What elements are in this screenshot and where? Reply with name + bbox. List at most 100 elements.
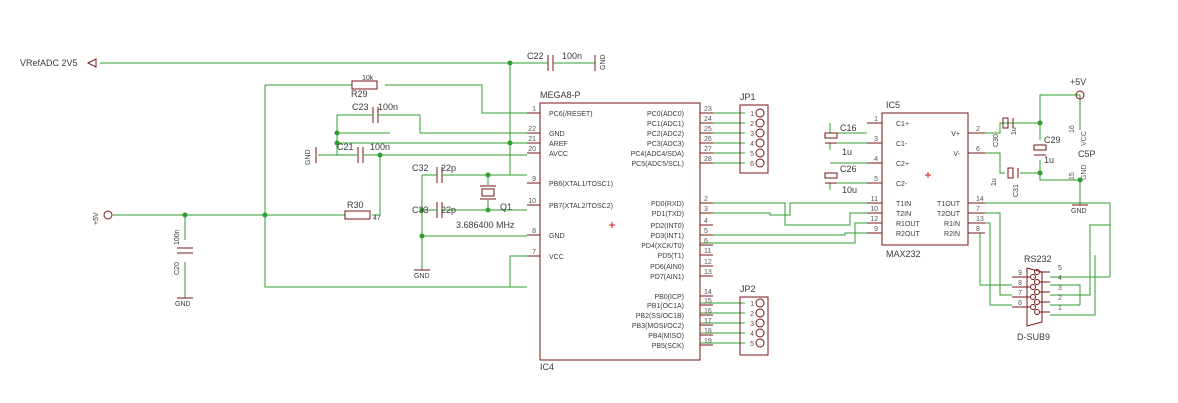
plus5v-input: +5V	[93, 210, 113, 225]
ic4-pin-number: 6	[704, 238, 708, 245]
rs232-type: D-SUB9	[1017, 332, 1050, 342]
plus5v-right-label: +5V	[1070, 77, 1086, 87]
ic5-pin-number: 4	[874, 156, 878, 163]
rs232-pin-number: 8	[1018, 280, 1022, 287]
rs232-pin-number: 2	[1058, 295, 1062, 302]
rs232-name: RS232	[1024, 254, 1052, 264]
ic4-pin-number: 23	[704, 106, 712, 113]
ic5-type: MAX232	[886, 249, 921, 259]
c20-name: C20	[174, 262, 181, 275]
rs232-pin-number: 9	[1018, 270, 1022, 277]
ic4-pin-number: 15	[704, 298, 712, 305]
r29-name: R29	[351, 89, 368, 99]
jp1-pin-number: 3	[750, 131, 754, 138]
ic4-pin-label: PB5(SCK)	[652, 343, 684, 350]
c33-capacitor: C33 22p	[412, 202, 456, 218]
jp1-pin-pad	[755, 118, 765, 128]
ic4-pin-label: PD2(INT0)	[651, 223, 684, 230]
jp1-pin-number: 4	[750, 141, 754, 148]
r30-name: R30	[347, 200, 364, 210]
ic5-pin-label: R2OUT	[896, 231, 920, 238]
ic4-pin-label: PD0(RXD)	[651, 201, 684, 208]
ic5-power-pin-gnd: 15	[1069, 172, 1076, 180]
ic5-pin-label: C1+	[896, 121, 909, 128]
ic4-right-pins: 23PC0(ADC0)24PC1(ADC1)25PC2(ADC2)26PC3(A…	[631, 106, 713, 350]
ic4-pin-number: 16	[704, 308, 712, 315]
ic5-center-mark	[925, 172, 931, 178]
jp1-pin-pad	[755, 158, 765, 168]
ic4-pin-label: PD6(AIN0)	[650, 264, 684, 271]
ic5-pin-label: C1-	[896, 141, 908, 148]
ic4-pin-label: PB4(MISO)	[648, 333, 684, 340]
plus5v-label: +5V	[93, 212, 100, 225]
ic5-pin-number: 14	[976, 196, 984, 203]
ic5-chip: IC5 MAX232 1C1+3C1-4C2+5C2-11T1IN10T2IN1…	[867, 100, 985, 259]
rs232-pin-pad	[1030, 304, 1036, 310]
ic5-pin-label: T1OUT	[937, 201, 961, 208]
ic4-pin-number: 3	[704, 206, 708, 213]
c22-capacitor: C22 100n	[527, 51, 582, 71]
ic4-pin-label: PD7(AIN1)	[650, 274, 684, 281]
rs232-pin-pad	[1034, 299, 1040, 305]
ic4-pin-number: 20	[528, 146, 536, 153]
jp2-pin-pad	[755, 338, 765, 348]
c30-name: C30	[993, 134, 1000, 147]
ic4-pin-number: 18	[704, 328, 712, 335]
ic4-pin-number: 21	[528, 136, 536, 143]
ic4-pin-label: PC0(ADC0)	[647, 111, 684, 118]
q1-name: Q1	[500, 202, 512, 212]
ic5-power-label-vcc: VCC	[1081, 131, 1088, 146]
q1-value: 3.686400 MHz	[456, 220, 515, 230]
c33-name: C33	[412, 205, 429, 215]
jp1-pin-pad	[755, 128, 765, 138]
ic4-pin-label: AREF	[549, 141, 568, 148]
c33-value: 22p	[441, 205, 456, 215]
gnd-label-crystal: GND	[414, 273, 430, 280]
ic4-pin-number: 5	[704, 228, 708, 235]
wires	[100, 62, 1111, 344]
ic4-pin-number: 12	[704, 259, 712, 266]
gnd-label-right: GND	[1071, 208, 1087, 215]
ic4-pin-number: 8	[532, 228, 536, 235]
c21-capacitor: C21 100n	[337, 142, 390, 163]
ic4-pin-label: PC2(ADC2)	[647, 131, 684, 138]
jp2-pin-number: 4	[750, 331, 754, 338]
ic5-pin-label: R2IN	[944, 231, 960, 238]
c21-name: C21	[337, 142, 354, 152]
ic4-pin-label: PD4(XCK/T0)	[641, 243, 684, 250]
rs232-pin-pad	[1034, 279, 1040, 285]
ic5-pin-label: C2-	[896, 181, 908, 188]
gnd-label-left: GND	[305, 149, 312, 165]
ic4-pin-number: 17	[704, 318, 712, 325]
ic4-pin-label: PB3(MOSI/OC2)	[632, 323, 684, 330]
jp1-pin-number: 6	[750, 161, 754, 168]
ic4-pin-label: PD5(T1)	[658, 253, 684, 260]
ic4-pin-number: 2	[704, 196, 708, 203]
ic4-pin-label: PB6(XTAL1/TOSC1)	[549, 181, 613, 188]
ic5-pin-number: 3	[874, 136, 878, 143]
ic4-pin-number: 24	[704, 116, 712, 123]
ic5-pin-number: 1	[874, 116, 878, 123]
rs232-pin-pad	[1030, 274, 1036, 280]
q1-crystal: Q1 3.686400 MHz	[456, 185, 515, 230]
ic5-pin-number: 7	[976, 206, 980, 213]
c26-value: 10u	[842, 185, 857, 195]
ic4-pin-label: PB1(OC1A)	[647, 303, 684, 310]
gnd-symbol-top: GND	[594, 54, 607, 71]
gnd-label-c20: GND	[175, 301, 191, 308]
ic4-name: IC4	[540, 362, 554, 372]
jp2-pin-number: 3	[750, 321, 754, 328]
rs232-pin-pad	[1030, 284, 1036, 290]
c32-capacitor: C32 22p	[412, 163, 456, 183]
ic5-pin-number: 10	[870, 206, 878, 213]
jp2-pin-pad	[755, 308, 765, 318]
ic5-pin-label: T1IN	[896, 201, 911, 208]
plus5v-right: +5V	[1070, 77, 1086, 100]
rs232-pin-number: 4	[1058, 275, 1062, 282]
c30-value: 1u	[1011, 127, 1018, 135]
ic4-center-mark	[609, 222, 615, 228]
